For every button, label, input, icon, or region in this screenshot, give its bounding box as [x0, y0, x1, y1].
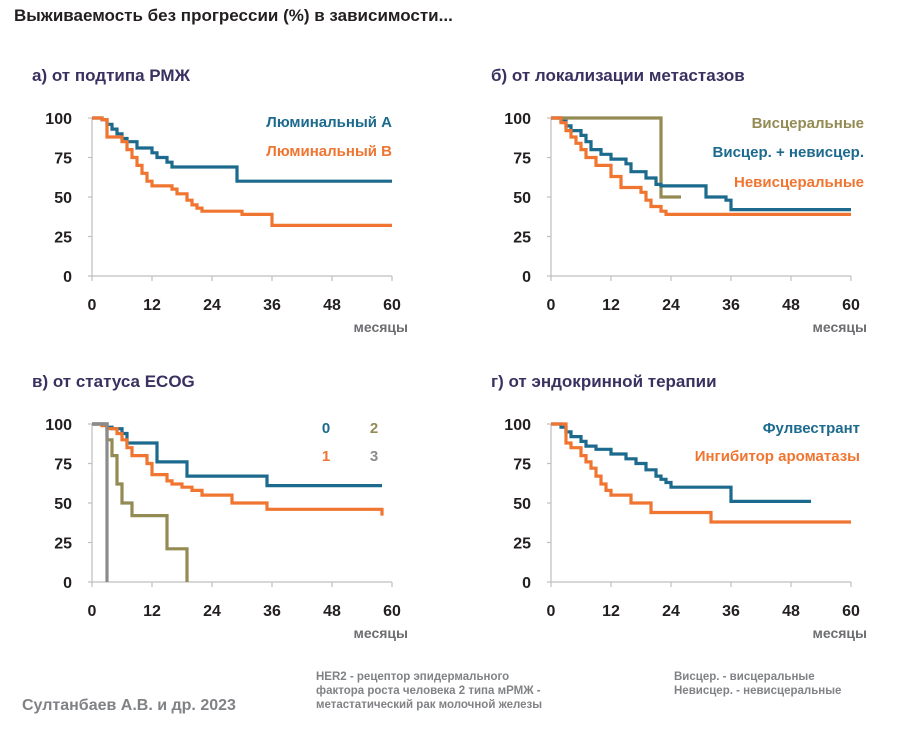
x-tick-label: 24	[203, 603, 221, 620]
y-tick-label: 0	[63, 575, 72, 592]
x-tick-label: 0	[88, 603, 97, 620]
x-axis-label: месяцы	[354, 319, 408, 335]
x-tick-label: 48	[323, 603, 341, 620]
legend-label: Висцеральные	[752, 115, 864, 132]
legend-label: 2	[370, 420, 378, 437]
x-tick-label: 24	[662, 603, 680, 620]
x-tick-label: 36	[263, 603, 281, 620]
x-tick-label: 48	[323, 297, 341, 314]
panel-title-metastases: б) от локализации метастазов	[491, 66, 745, 85]
x-tick-label: 12	[602, 297, 620, 314]
x-axis-label: месяцы	[813, 625, 867, 641]
x-tick-label: 24	[203, 297, 221, 314]
legend-label: 0	[322, 420, 330, 437]
y-tick-label: 75	[54, 151, 72, 168]
x-tick-label: 60	[842, 603, 860, 620]
legend-label: Фулвестрант	[763, 420, 860, 437]
y-tick-label: 75	[513, 151, 531, 168]
x-tick-label: 60	[383, 297, 401, 314]
y-tick-label: 75	[513, 457, 531, 474]
x-tick-label: 60	[383, 603, 401, 620]
x-axis-label: месяцы	[354, 625, 408, 641]
x-tick-label: 24	[662, 297, 680, 314]
y-tick-label: 0	[522, 269, 531, 286]
x-axis-label: месяцы	[813, 319, 867, 335]
y-tick-label: 25	[513, 536, 531, 553]
legend-label: Ингибитор ароматазы	[695, 448, 860, 465]
abbreviation-note: Висцер. - висцеральные Невисцер. - невис…	[674, 671, 842, 697]
survival-curve	[92, 422, 189, 582]
y-tick-label: 25	[54, 536, 72, 553]
y-tick-label: 75	[54, 457, 72, 474]
x-tick-label: 48	[782, 603, 800, 620]
x-tick-label: 60	[842, 297, 860, 314]
y-tick-label: 25	[513, 230, 531, 247]
y-tick-label: 50	[513, 496, 531, 513]
x-tick-label: 12	[602, 603, 620, 620]
x-tick-label: 0	[547, 297, 556, 314]
y-tick-label: 50	[513, 190, 531, 207]
survival-curve	[551, 116, 851, 212]
survival-curve	[92, 422, 384, 516]
x-tick-label: 36	[722, 603, 740, 620]
survival-curve	[551, 116, 681, 199]
y-tick-label: 25	[54, 230, 72, 247]
y-tick-label: 50	[54, 496, 72, 513]
y-tick-label: 100	[504, 417, 531, 434]
survival-curve	[92, 422, 109, 582]
x-tick-label: 12	[143, 297, 161, 314]
panel-title-endocrine: г) от эндокринной терапии	[491, 372, 717, 391]
x-tick-label: 0	[88, 297, 97, 314]
x-tick-label: 12	[143, 603, 161, 620]
y-tick-label: 100	[45, 417, 72, 434]
main-title: Выживаемость без прогрессии (%) в зависи…	[14, 6, 453, 25]
survival-curve	[92, 116, 392, 227]
x-tick-label: 48	[782, 297, 800, 314]
credit-text: Султанбаев А.В. и др. 2023	[22, 697, 236, 714]
y-tick-label: 50	[54, 190, 72, 207]
survival-curve	[551, 422, 811, 503]
legend-label: Висцер. + невисцер.	[713, 144, 864, 161]
x-tick-label: 0	[547, 603, 556, 620]
legend-label: 1	[322, 448, 330, 465]
y-tick-label: 0	[63, 269, 72, 286]
y-tick-label: 100	[45, 111, 72, 128]
survival-curve	[551, 422, 851, 524]
panel-title-subtype: а) от подтипа РМЖ	[32, 66, 190, 85]
y-tick-label: 100	[504, 111, 531, 128]
x-tick-label: 36	[263, 297, 281, 314]
x-tick-label: 36	[722, 297, 740, 314]
panel-title-ecog: в) от статуса ECOG	[32, 372, 195, 391]
legend-label: Люминальный В	[266, 143, 392, 160]
survival-curve	[551, 116, 851, 216]
legend-label: Люминальный А	[266, 114, 392, 131]
y-tick-label: 0	[522, 575, 531, 592]
legend-label: Невисцеральные	[734, 174, 864, 191]
legend-label: 3	[370, 448, 378, 465]
her2-note: HER2 - рецептор эпидермального фактора р…	[316, 671, 543, 711]
